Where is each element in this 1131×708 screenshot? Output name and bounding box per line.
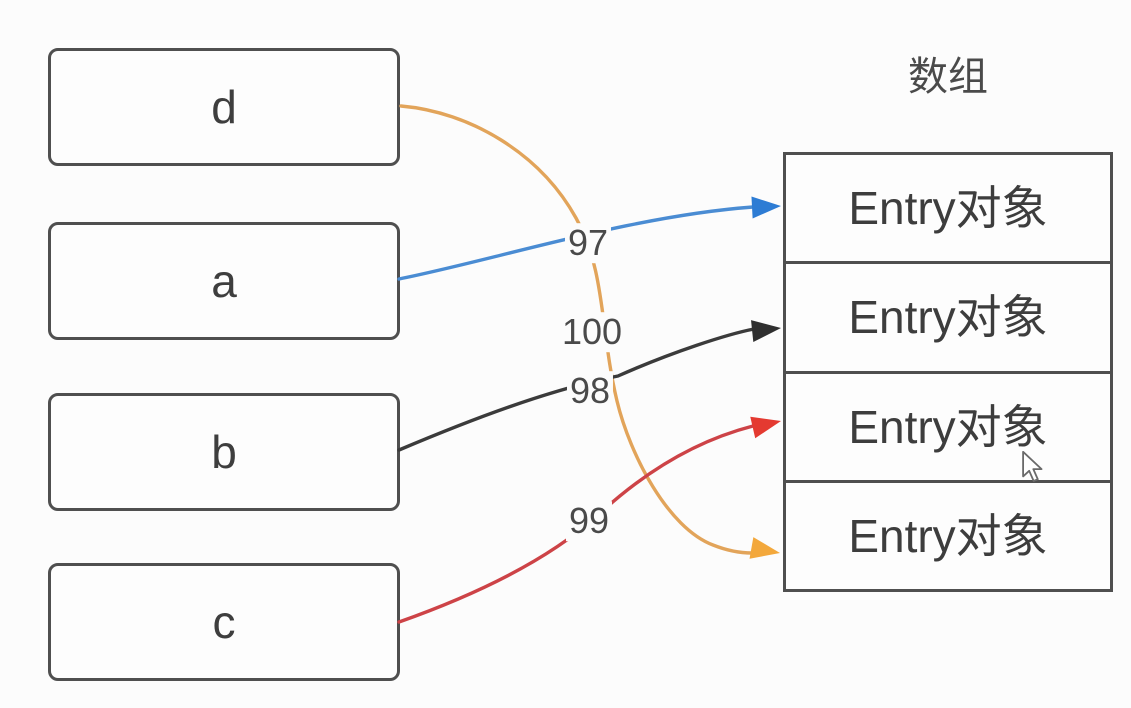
hash-label-100: 100 [558, 312, 626, 352]
arrowhead-b [751, 320, 781, 342]
array-slot-label: Entry对象 [848, 182, 1048, 235]
arrowhead-a [751, 196, 781, 219]
key-label-a: a [211, 255, 237, 307]
hash-label-99: 99 [565, 501, 613, 541]
array-slot-0: Entry对象 [786, 155, 1110, 265]
key-box-c: c [48, 563, 400, 681]
array-slot-label: Entry对象 [848, 400, 1048, 453]
key-box-d: d [48, 48, 400, 166]
key-label-b: b [211, 426, 237, 478]
hash-label-98: 98 [566, 371, 614, 411]
array-slot-2: Entry对象 [786, 374, 1110, 483]
key-label-c: c [212, 596, 236, 648]
array-slot-label: Entry对象 [848, 291, 1048, 344]
hash-label-97: 97 [564, 223, 612, 263]
key-label-d: d [211, 81, 237, 133]
array-slot-3: Entry对象 [786, 483, 1110, 589]
mouse-cursor-icon [1022, 451, 1043, 482]
arrowhead-c [750, 416, 781, 439]
array-box: Entry对象 Entry对象 Entry对象 Entry对象 [783, 152, 1113, 592]
arrowhead-d [749, 537, 780, 559]
key-box-a: a [48, 222, 400, 340]
array-title: 数组 [908, 55, 988, 99]
key-box-b: b [48, 393, 400, 511]
array-slot-1: Entry对象 [786, 264, 1110, 374]
array-slot-label: Entry对象 [848, 509, 1048, 562]
connection-line-d [399, 104, 754, 555]
